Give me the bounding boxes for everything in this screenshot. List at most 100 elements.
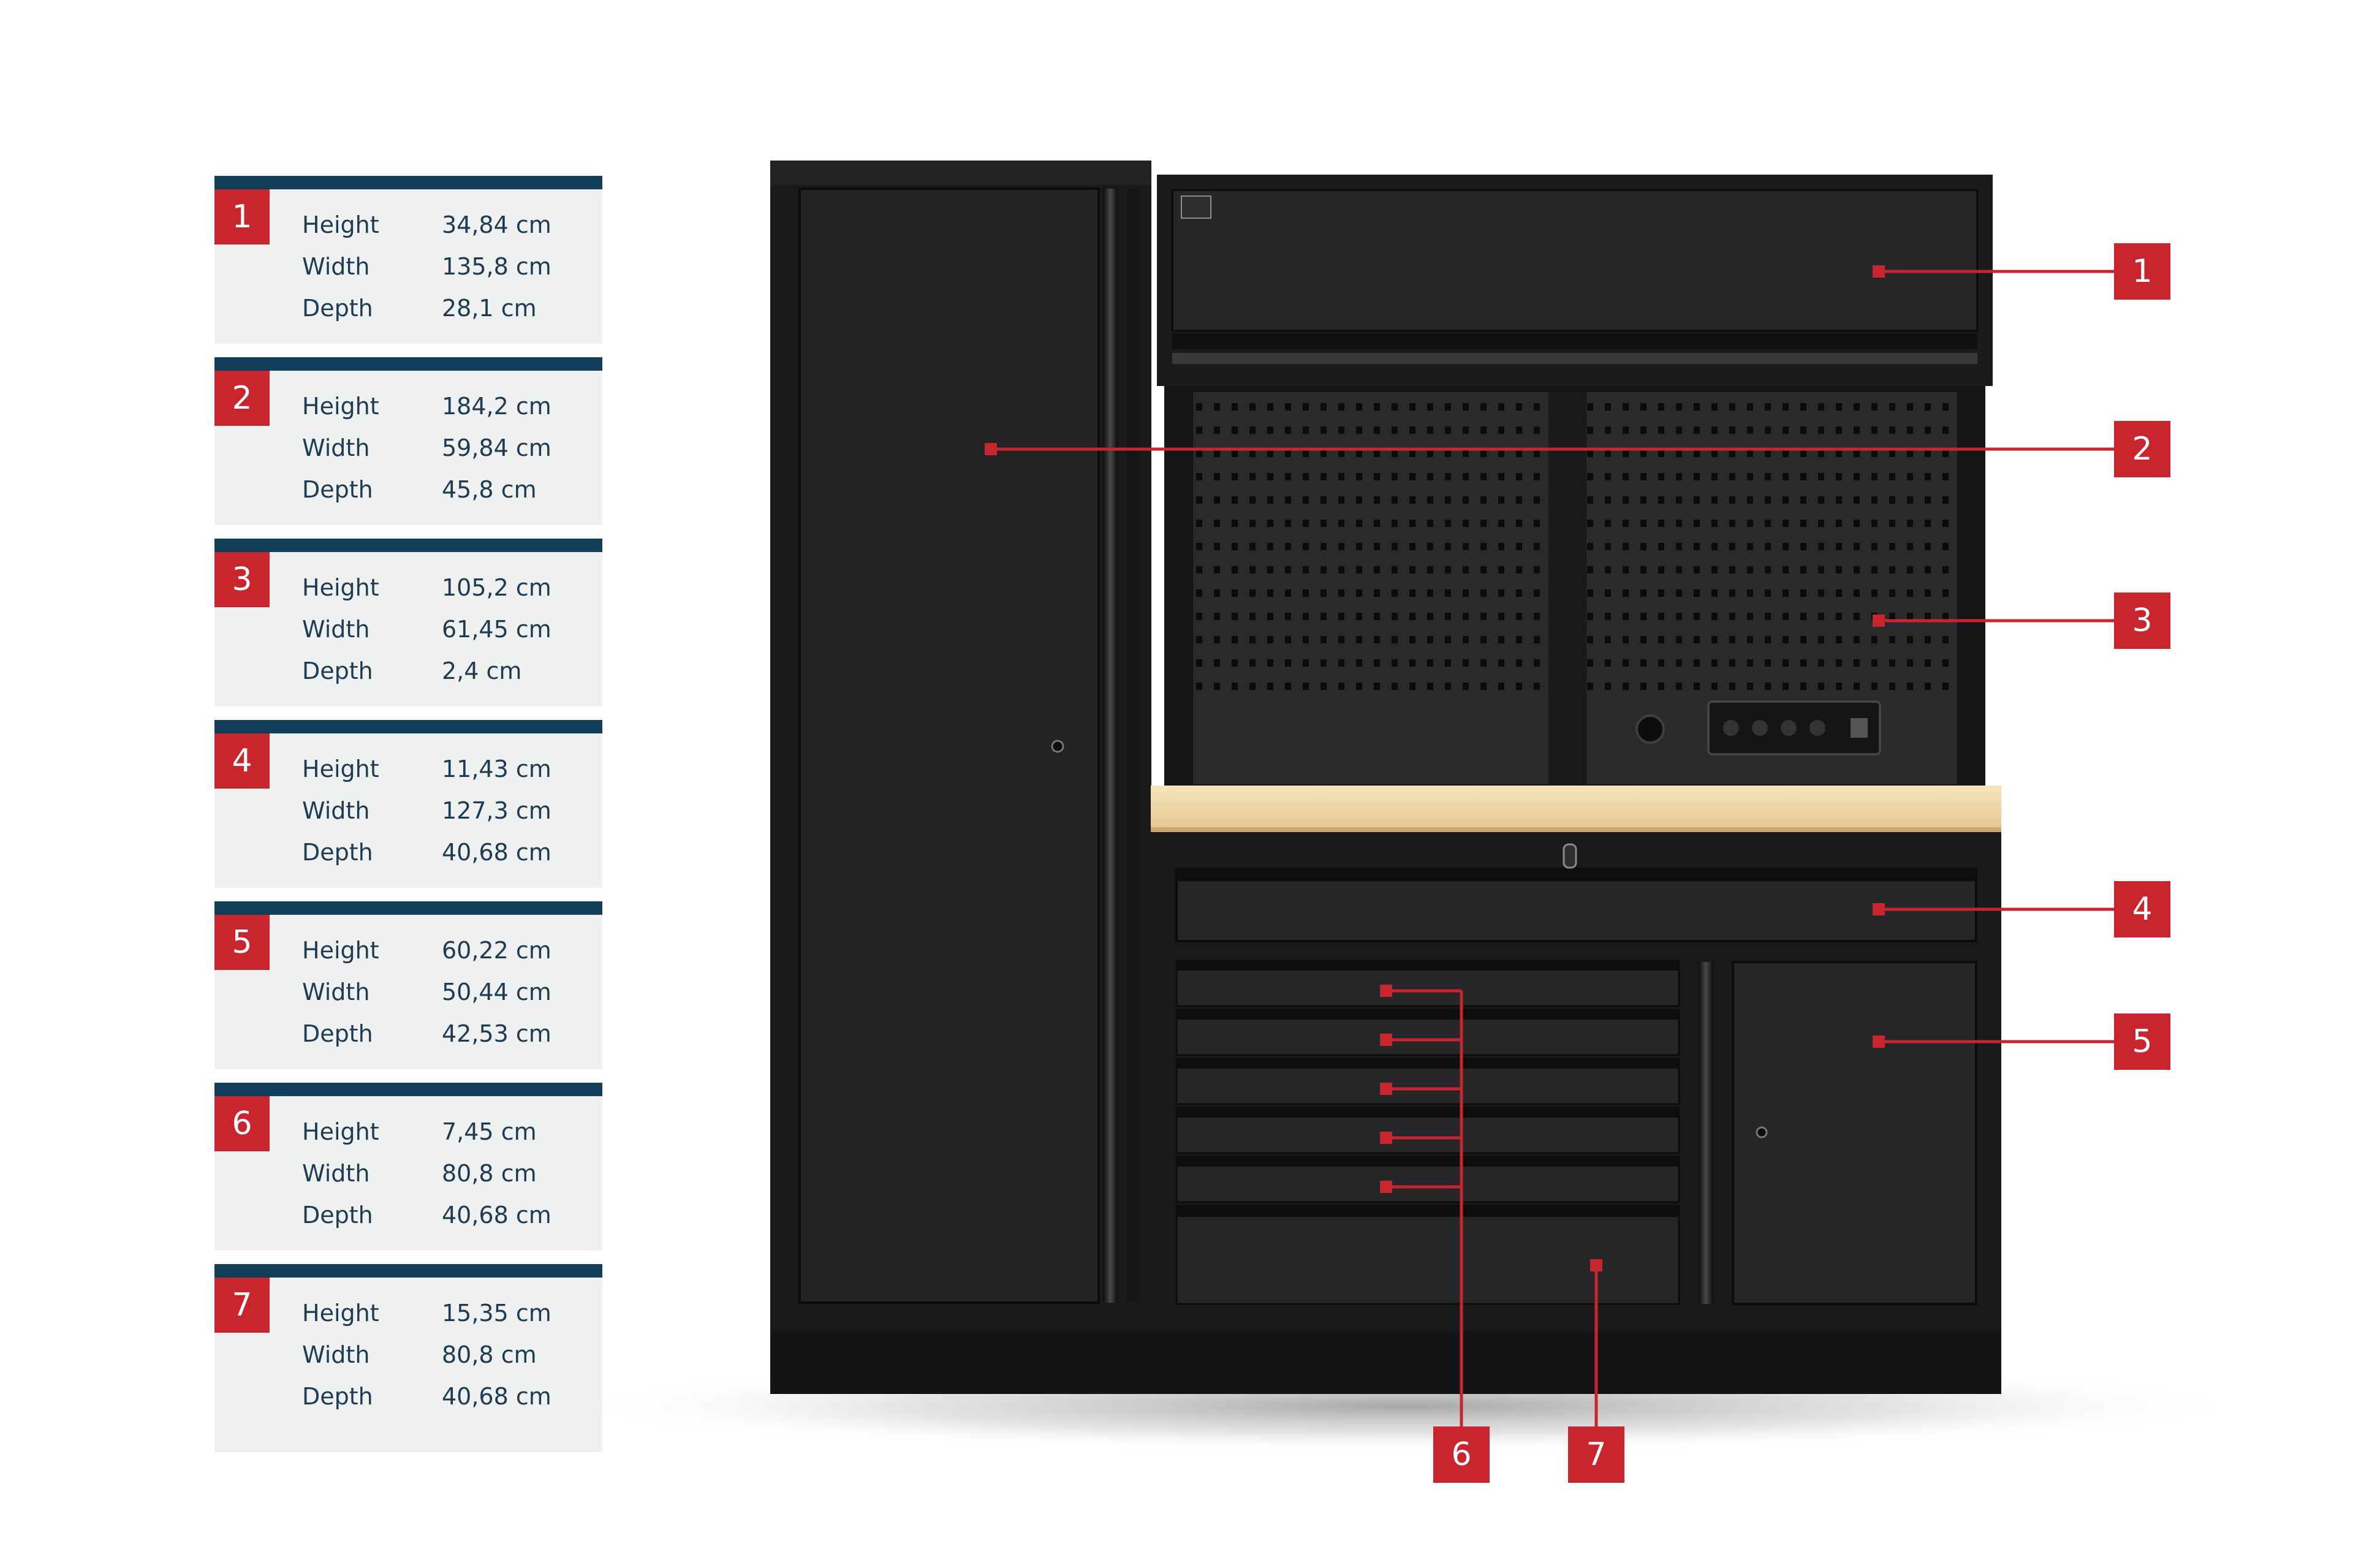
spec-label: Height <box>302 937 379 964</box>
drawer-handle <box>1176 961 1679 971</box>
spec-label: Depth <box>302 295 373 322</box>
tall-cabinet-hinge-strip <box>1126 189 1140 1303</box>
callout-badge-7: 7 <box>1568 1426 1624 1483</box>
spec-value: 59,84 cm <box>442 434 551 461</box>
leader-dot-6c <box>1380 1083 1392 1095</box>
power-switch-icon <box>1851 718 1868 738</box>
spec-row-width: Width 80,8 cm <box>302 1336 537 1373</box>
spec-panel <box>214 552 602 706</box>
wall-cabinet <box>1157 175 1993 393</box>
leader-dot-1 <box>1873 265 1885 278</box>
drawer-handle <box>1176 1206 1679 1217</box>
leader-dot-5 <box>1873 1036 1885 1048</box>
spec-header-bar <box>214 720 602 733</box>
spec-value: 61,45 cm <box>442 616 551 643</box>
tall-cabinet-handle <box>1103 189 1118 1303</box>
spec-value: 50,44 cm <box>442 979 551 1006</box>
tall-cabinet-plinth <box>770 1331 1151 1394</box>
leader-dot-6d <box>1380 1132 1392 1144</box>
spec-panel <box>214 189 602 344</box>
callout-badge-1: 1 <box>2114 243 2170 300</box>
spec-value: 7,45 cm <box>442 1118 537 1145</box>
spec-label: Height <box>302 574 379 601</box>
spec-label: Depth <box>302 657 373 684</box>
spec-value: 80,8 cm <box>442 1341 537 1368</box>
spec-number-badge: 6 <box>214 1096 270 1151</box>
spec-value: 15,35 cm <box>442 1300 551 1327</box>
drawer-handle <box>1176 1010 1679 1020</box>
spec-label: Depth <box>302 1202 373 1229</box>
spec-header-bar <box>214 1264 602 1278</box>
spec-panel <box>214 915 602 1069</box>
large-drawer <box>1175 1205 1680 1305</box>
spec-panel <box>214 1278 602 1452</box>
spec-row-height: Height 105,2 cm <box>302 569 551 606</box>
spec-label: Depth <box>302 1020 373 1047</box>
worktop-edge-shadow <box>1151 827 2001 832</box>
spec-value: 184,2 cm <box>442 393 551 420</box>
spec-row-height: Height 34,84 cm <box>302 206 551 243</box>
leader-dot-6a <box>1380 985 1392 997</box>
spec-value: 11,43 cm <box>442 756 551 782</box>
side-door-lock-icon <box>1756 1126 1768 1138</box>
pegboard-divider <box>1548 392 1586 784</box>
top-drawer-handle <box>1176 869 1976 881</box>
spec-value: 34,84 cm <box>442 211 551 238</box>
spec-panel <box>214 1096 602 1251</box>
spec-row-height: Height 60,22 cm <box>302 932 551 969</box>
power-socket-icon <box>1781 720 1797 736</box>
side-door <box>1732 961 1977 1305</box>
tall-cabinet-top-edge <box>770 161 1151 185</box>
spec-number-badge: 4 <box>214 733 270 789</box>
spec-number-badge: 1 <box>214 189 270 244</box>
drawer-lock-icon <box>1563 843 1577 869</box>
spec-label: Height <box>302 211 379 238</box>
pegboard-holes-right <box>1586 392 1957 699</box>
spec-label: Depth <box>302 476 373 503</box>
spec-value: 60,22 cm <box>442 937 551 964</box>
drawer-handle <box>1176 1059 1679 1069</box>
brand-logo <box>1181 195 1211 219</box>
spec-label: Width <box>302 1341 370 1368</box>
callout-leaders <box>985 265 2114 1428</box>
tall-cabinet <box>770 161 1151 1394</box>
spec-number-badge: 7 <box>214 1278 270 1333</box>
spec-label: Width <box>302 253 370 280</box>
power-socket-icon <box>1809 720 1825 736</box>
side-door-handle <box>1699 962 1713 1304</box>
callout-badge-3: 3 <box>2114 593 2170 649</box>
spec-label: Width <box>302 616 370 643</box>
pegboard-holes-left <box>1193 392 1548 699</box>
power-socket-icon <box>1752 720 1768 736</box>
power-socket-icon <box>1723 720 1739 736</box>
wall-cabinet-flap-handle <box>1172 333 1977 349</box>
wall-cabinet-flap <box>1171 189 1979 332</box>
spec-row-width: Width 59,84 cm <box>302 430 551 466</box>
spec-value: 105,2 cm <box>442 574 551 601</box>
callout-badge-5: 5 <box>2114 1013 2170 1070</box>
callout-badge-2: 2 <box>2114 421 2170 477</box>
spec-number-badge: 3 <box>214 552 270 607</box>
wooden-worktop <box>1151 786 2001 832</box>
spec-label: Depth <box>302 839 373 866</box>
spec-label: Depth <box>302 1383 373 1410</box>
cable-grommet-icon <box>1635 714 1665 744</box>
tall-cabinet-door <box>798 187 1100 1304</box>
spec-label: Width <box>302 434 370 461</box>
